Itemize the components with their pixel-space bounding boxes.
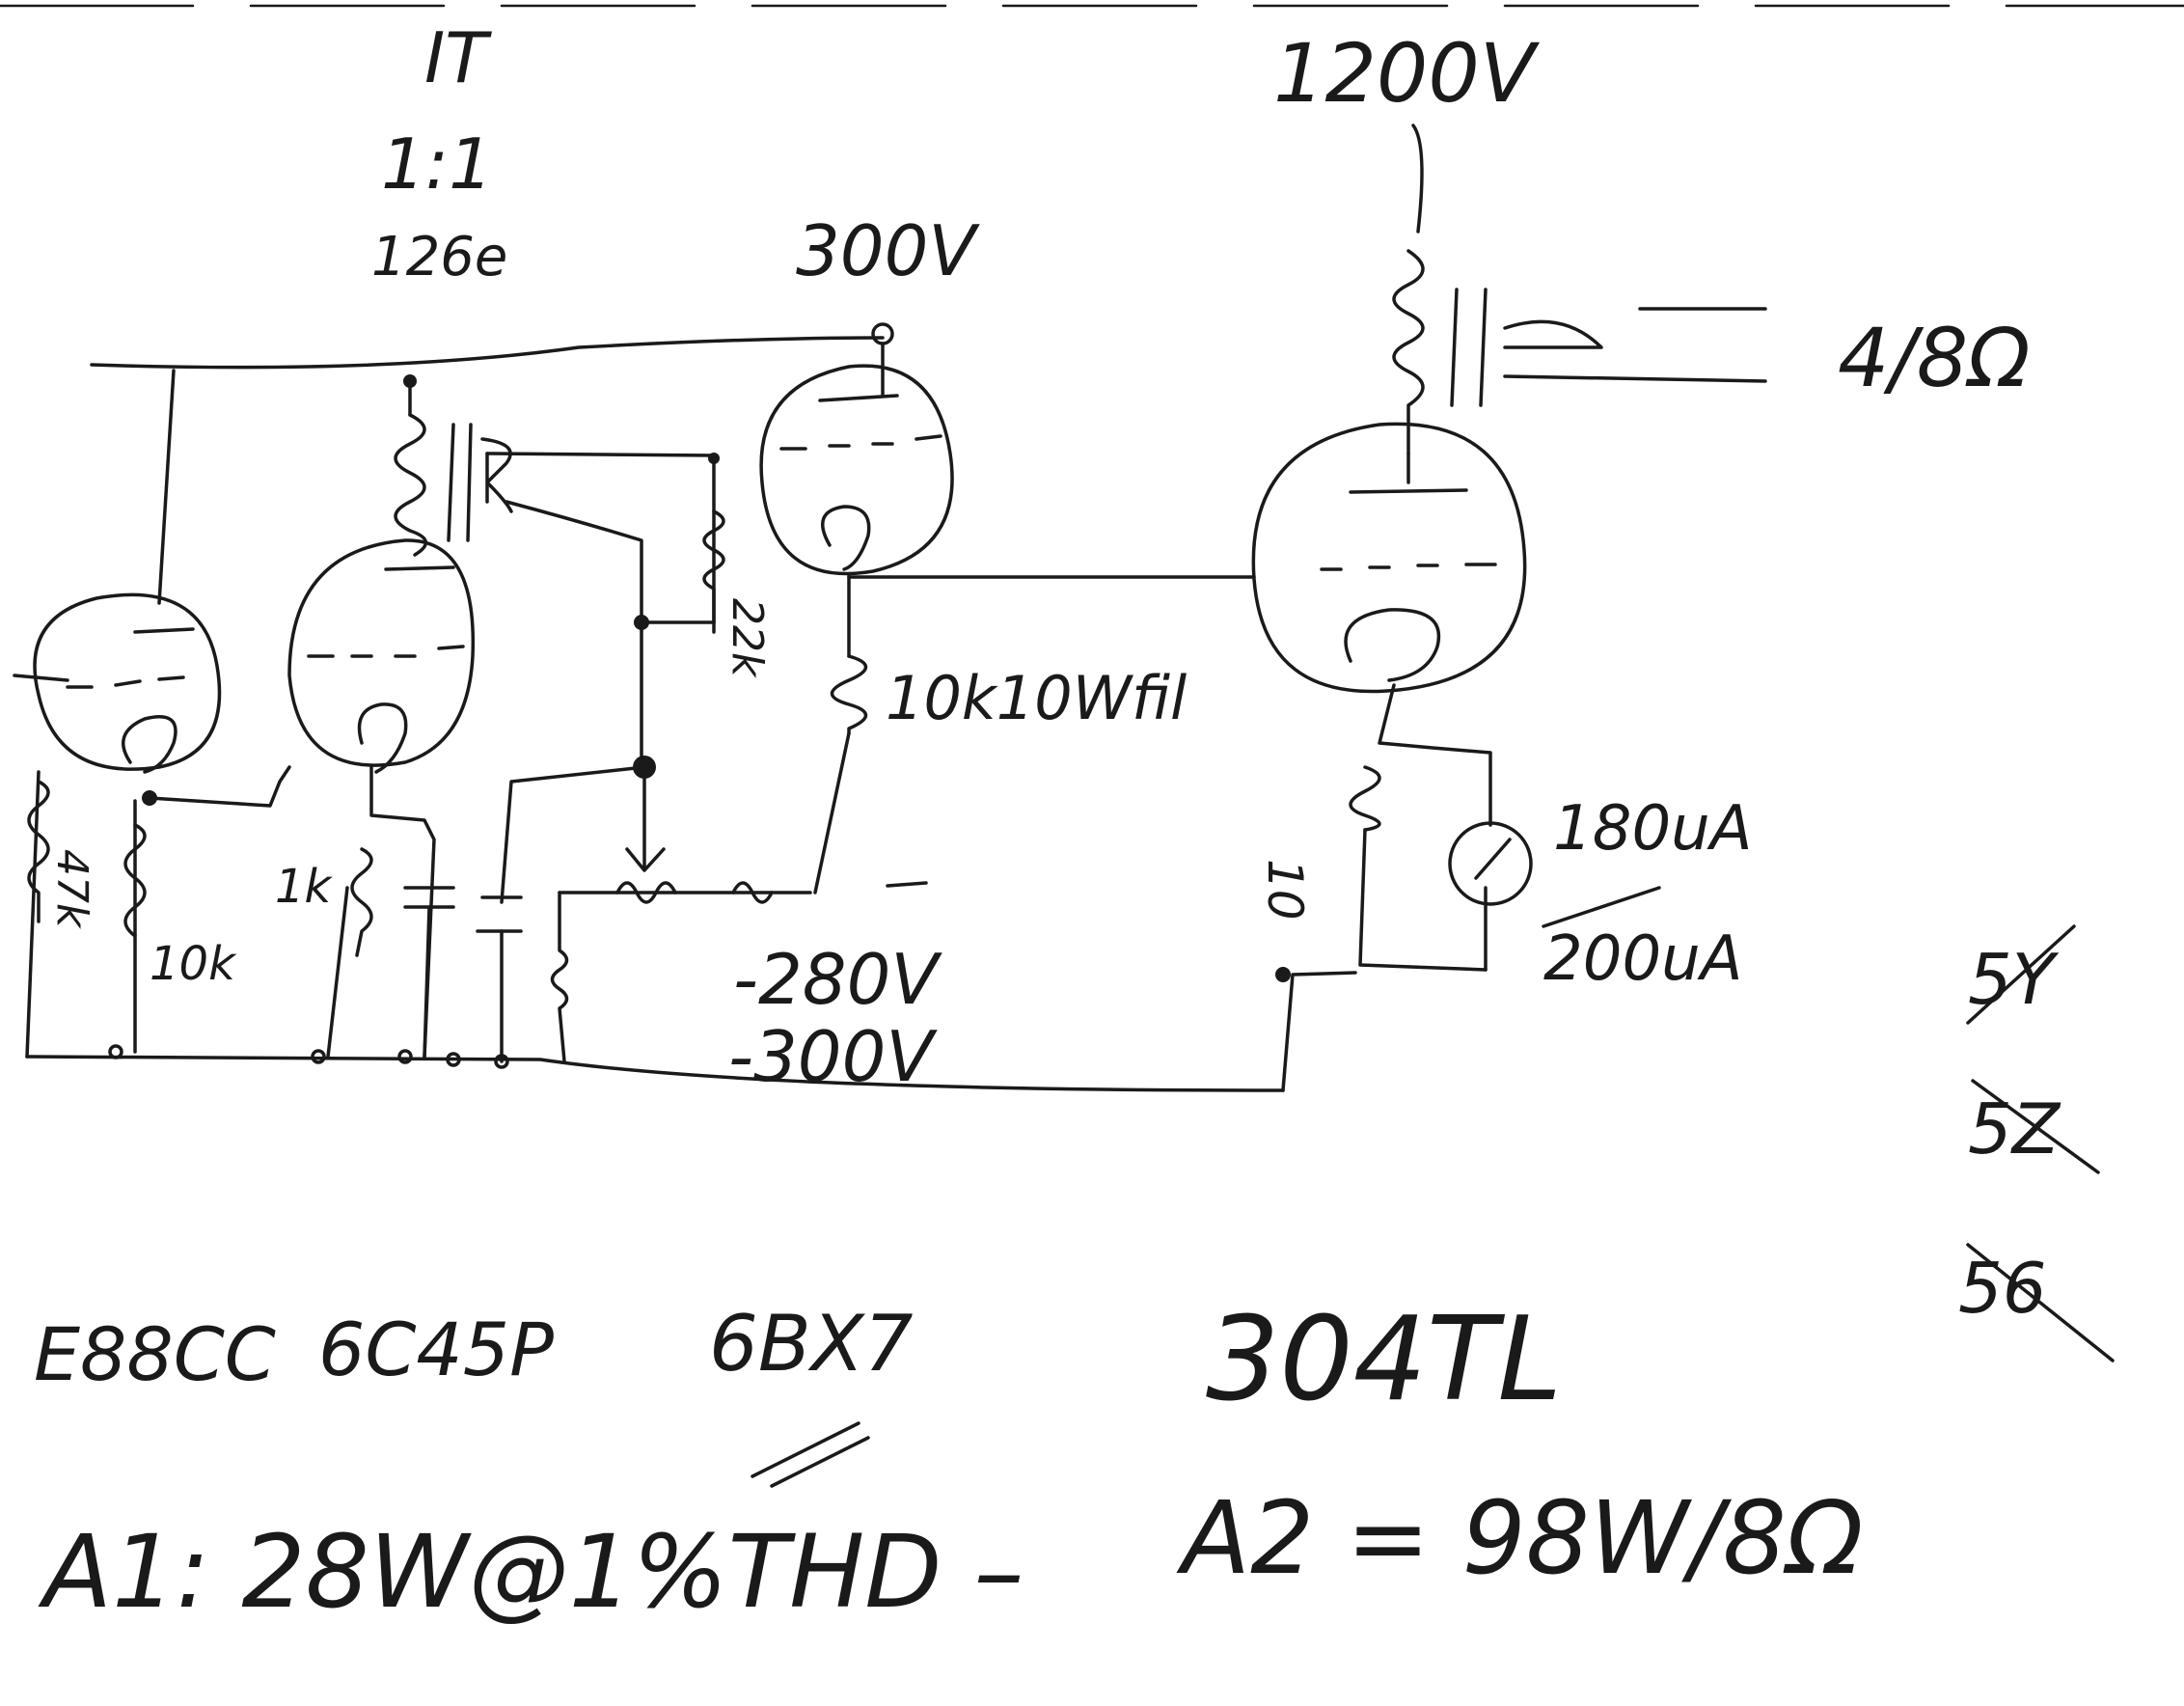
label-r-1k: 1k	[275, 860, 334, 914]
tube-6bx7-stage	[759, 364, 954, 735]
rectifier-5z: 5Z	[1968, 1088, 2061, 1169]
label-it: IT	[424, 17, 492, 98]
labels: IT 1:1 126e 300V 1200V 4/8Ω 22k 10k10Wfi…	[34, 17, 2115, 1631]
b-plus-terminal	[871, 322, 894, 345]
spec-a2: A2 = 98W/8Ω	[1176, 1479, 1863, 1597]
label-b-plus-300: 300V	[796, 210, 980, 291]
tube-label-6bx7: 6BX7	[709, 1299, 914, 1389]
spec-a1: A1: 28W@1%THD –	[38, 1513, 1024, 1631]
strike-180	[1542, 886, 1661, 928]
resistors	[27, 780, 774, 957]
wiring	[13, 322, 1492, 1092]
b-plus-rail	[90, 336, 885, 370]
tube-label-6c45p: 6C45P	[318, 1307, 554, 1392]
label-meter-180: 180uA	[1553, 793, 1753, 865]
label-bias-300: -300V	[728, 1016, 938, 1097]
rectifier-56: 56	[1958, 1248, 2047, 1329]
label-ratio: 1:1	[381, 124, 493, 205]
label-ratio-sub: 126e	[371, 226, 507, 289]
t1-plate-lead	[157, 369, 176, 605]
strike-56	[1966, 1243, 2115, 1362]
strike-5y	[1966, 924, 2076, 1025]
label-r-10: 10	[1257, 859, 1313, 921]
label-r-22k: 22k	[723, 598, 772, 678]
tube-6c45p-stage	[287, 413, 513, 774]
label-output-impedance: 4/8Ω	[1838, 311, 2030, 405]
strike-5z	[1971, 1079, 2100, 1174]
tube-label-e88cc: E88CC	[34, 1311, 276, 1397]
tube-304tl-stage	[1251, 124, 1767, 906]
label-r-10k: 10k	[150, 937, 237, 991]
ground-rail	[25, 1055, 1285, 1092]
label-r-10k-wire: 10k10Wfil	[886, 663, 1187, 733]
current-meter-icon	[1448, 821, 1533, 906]
label-b-plus-1200: 1200V	[1273, 26, 1541, 121]
it-secondary-lead	[485, 452, 716, 634]
label-r-47k: 47k	[47, 849, 96, 929]
label-bias-280: -280V	[733, 939, 942, 1020]
label-meter-200: 200uA	[1543, 923, 1743, 995]
tube-label-304tl: 304TL	[1206, 1293, 1562, 1427]
tick-mark	[751, 1421, 870, 1488]
tube-e88cc-stage	[33, 592, 222, 774]
